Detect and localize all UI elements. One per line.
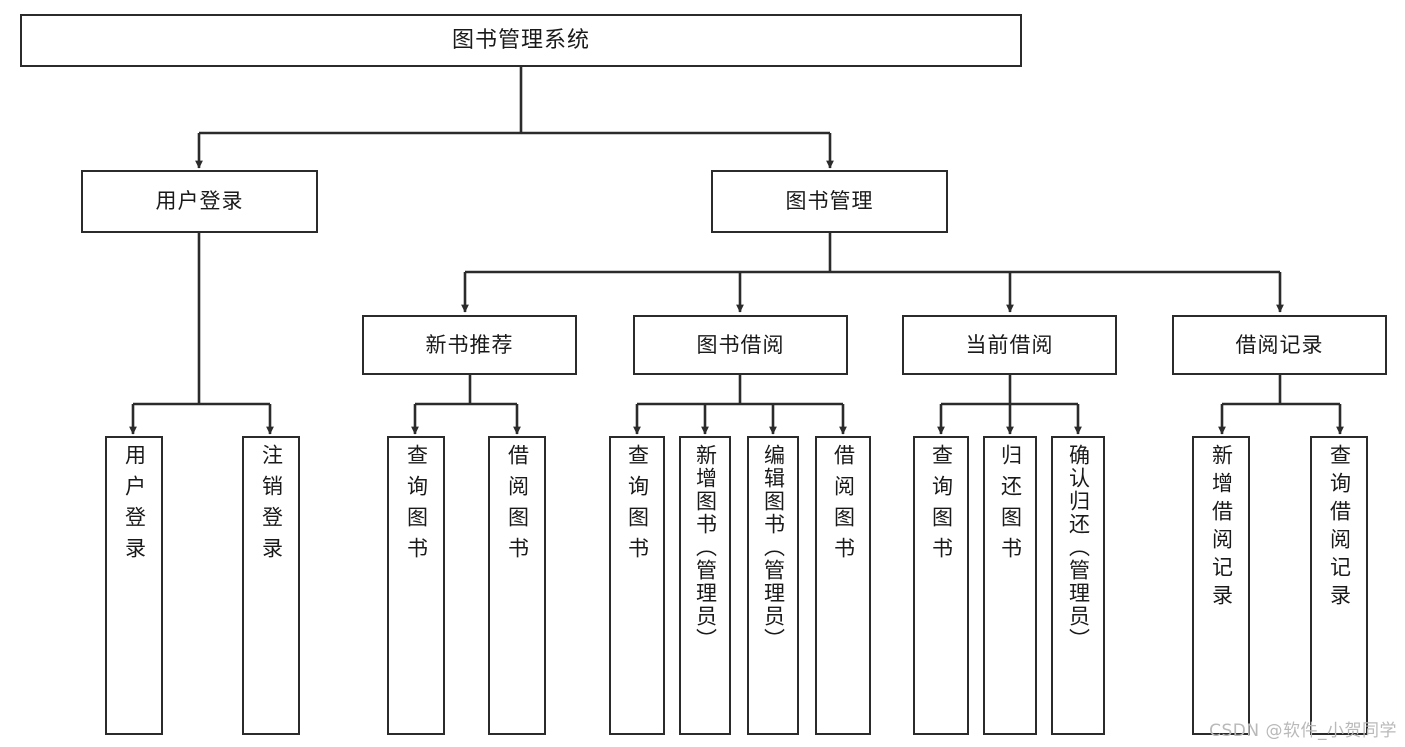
node-label: 借阅图书 [505,444,530,568]
node-leaf-user-login[interactable]: 用户登录 [105,436,163,735]
node-current-borrow[interactable]: 当前借阅 [902,315,1117,375]
node-borrow-record[interactable]: 借阅记录 [1172,315,1387,375]
node-label: 查询图书 [404,444,429,568]
node-label: 用户登录 [122,444,147,568]
node-label: 确认归还（管理员） [1066,444,1091,651]
node-label: 查询图书 [929,444,954,568]
node-label: 新书推荐 [425,332,514,357]
node-leaf-logout[interactable]: 注销登录 [242,436,300,735]
node-label: 查询借阅记录 [1327,444,1352,612]
node-root-book-management-system[interactable]: 图书管理系统 [20,14,1022,67]
node-leaf-borrow-book-1[interactable]: 借阅图书 [488,436,546,735]
node-new-book-recommend[interactable]: 新书推荐 [362,315,577,375]
node-label: 借阅图书 [831,444,856,568]
node-label: 用户登录 [155,189,244,213]
node-label: 归还图书 [998,444,1023,568]
node-label: 当前借阅 [965,332,1054,357]
node-label: 图书借阅 [696,332,785,357]
node-label: 图书管理系统 [451,27,590,53]
node-label: 借阅记录 [1235,332,1324,357]
node-book-borrow[interactable]: 图书借阅 [633,315,848,375]
node-book-management[interactable]: 图书管理 [711,170,948,233]
node-label: 查询图书 [625,444,650,568]
node-leaf-borrow-book-2[interactable]: 借阅图书 [815,436,871,735]
node-leaf-add-book[interactable]: 新增图书（管理员） [679,436,731,735]
watermark-text: CSDN @软件_小贺同学 [1209,721,1397,741]
node-label: 注销登录 [259,444,284,568]
node-leaf-query-book-3[interactable]: 查询图书 [913,436,969,735]
node-label: 编辑图书（管理员） [761,444,786,651]
node-label: 新增图书（管理员） [693,444,718,651]
node-leaf-query-book-2[interactable]: 查询图书 [609,436,665,735]
node-leaf-confirm-return[interactable]: 确认归还（管理员） [1051,436,1105,735]
node-leaf-edit-book[interactable]: 编辑图书（管理员） [747,436,799,735]
node-user-login[interactable]: 用户登录 [81,170,318,233]
node-leaf-query-record[interactable]: 查询借阅记录 [1310,436,1368,735]
node-label: 图书管理 [785,189,874,213]
node-leaf-query-book-1[interactable]: 查询图书 [387,436,445,735]
node-leaf-return-book[interactable]: 归还图书 [983,436,1037,735]
node-leaf-add-record[interactable]: 新增借阅记录 [1192,436,1250,735]
node-label: 新增借阅记录 [1209,444,1234,612]
